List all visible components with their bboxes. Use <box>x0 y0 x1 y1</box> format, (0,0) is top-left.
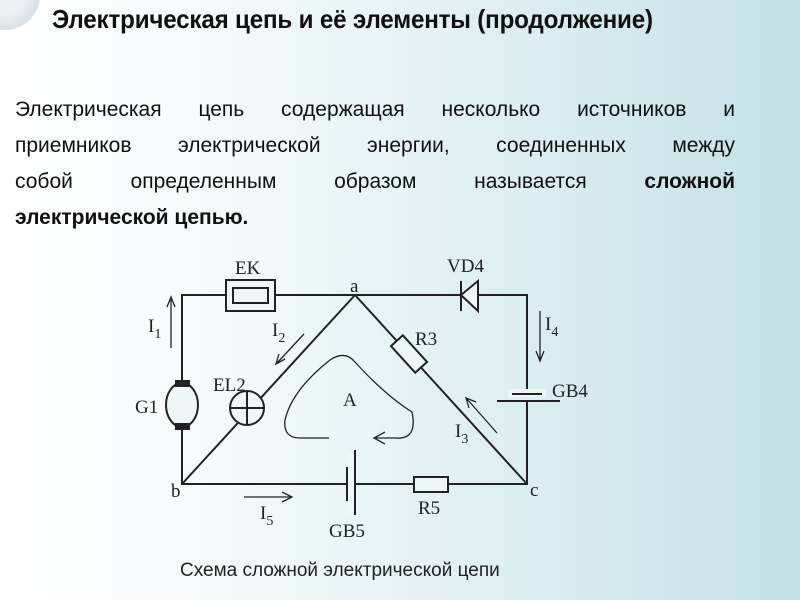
current-i4: I4 <box>545 314 558 340</box>
vd4-diode <box>459 278 479 314</box>
paragraph-line: приемников электрической энергии, соедин… <box>15 134 735 157</box>
paragraph-line: электрической цепью. <box>15 200 735 236</box>
current-i3: I3 <box>455 421 468 447</box>
node-a: a <box>350 276 359 297</box>
current-i1: I1 <box>148 316 161 342</box>
arrow-i5 <box>244 491 294 503</box>
label-vd4: VD4 <box>447 256 484 277</box>
arrow-i2 <box>274 333 305 366</box>
r5-resistor <box>413 476 449 493</box>
el2-lamp <box>229 390 265 426</box>
label-el2: EL2 <box>213 375 246 396</box>
arrow-i1 <box>166 295 176 348</box>
label-g1: G1 <box>135 397 158 418</box>
label-gb4: GB4 <box>552 381 588 402</box>
label-r3: R3 <box>415 329 437 350</box>
loop-label: A <box>343 390 357 411</box>
gb5-battery <box>346 450 356 515</box>
paragraph-line: Электрическая цепь содержащая несколько … <box>15 98 735 121</box>
arrow-i3 <box>464 396 498 434</box>
current-i5: I5 <box>260 503 273 529</box>
loop-arrow <box>284 354 414 445</box>
gb4-battery <box>497 389 560 402</box>
node-c: c <box>530 480 538 501</box>
g1-generator <box>165 380 199 430</box>
diagram-caption: Схема сложной электрической цепи <box>180 560 500 581</box>
arrow-i4 <box>535 311 545 363</box>
paragraph-line: собой определенным образом называется сл… <box>15 164 735 200</box>
term-bold: сложной <box>644 170 735 193</box>
label-gb5: GB5 <box>329 521 365 542</box>
definition-paragraph: Электрическая цепь содержащая несколько … <box>15 92 735 236</box>
wire-top-left <box>181 294 528 405</box>
node-b: b <box>171 481 181 502</box>
current-i2: I2 <box>272 320 285 346</box>
wire-diagonal-ab <box>181 294 356 485</box>
wire-diagonal-ac <box>354 294 528 485</box>
label-ek: EK <box>235 258 261 279</box>
r3-resistor <box>389 333 429 375</box>
paragraph-text: собой определенным образом называется <box>15 170 587 193</box>
slide-title: Электрическая цепь и её элементы (продол… <box>52 4 653 34</box>
term-bold: электрической цепью. <box>15 206 249 229</box>
label-r5: R5 <box>418 498 440 519</box>
